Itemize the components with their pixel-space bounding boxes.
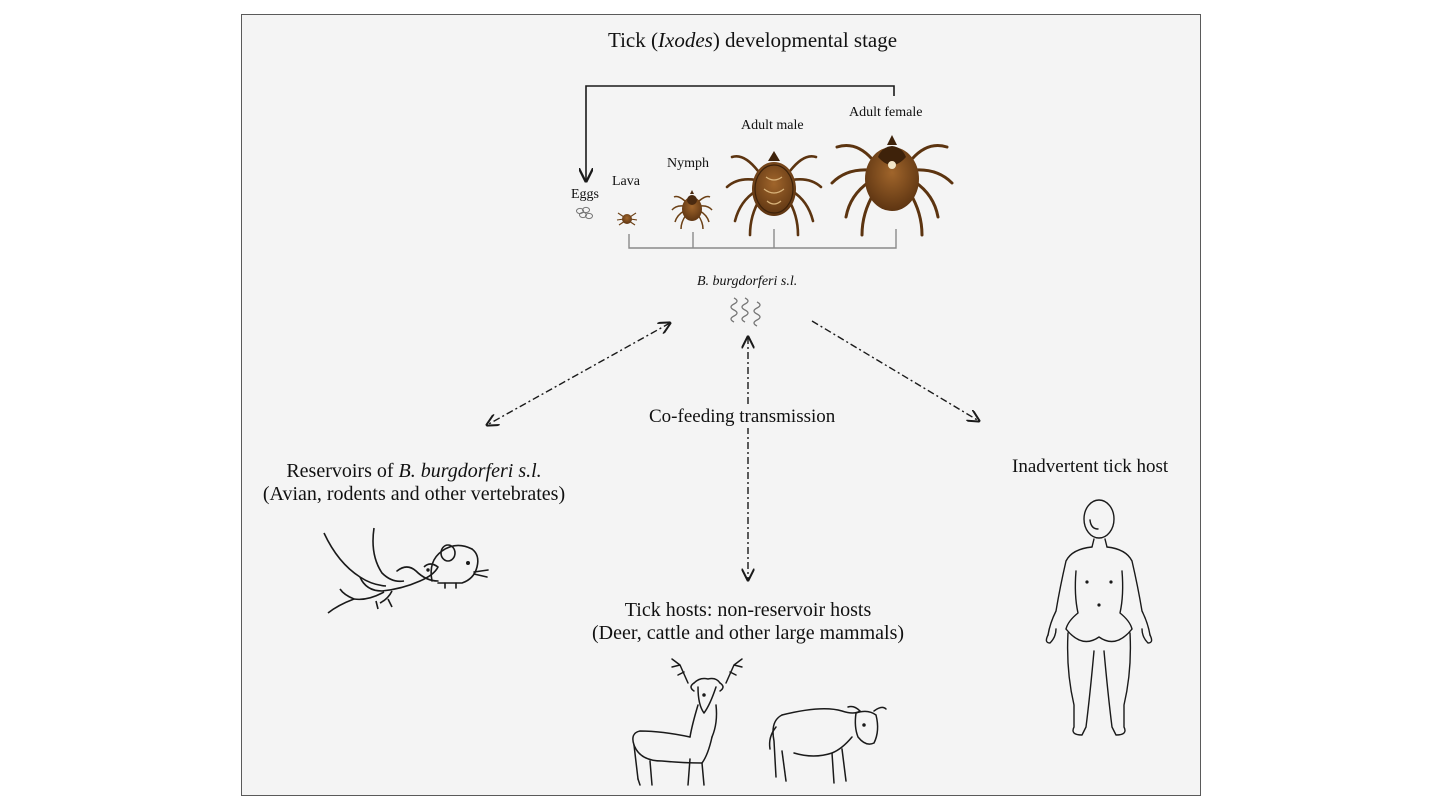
stage-label-nymph: Nymph	[667, 156, 709, 171]
nonreservoir-hosts-label: Tick hosts: non-reservoir hosts (Deer, c…	[591, 599, 905, 644]
stage-label-eggs: Eggs	[571, 187, 599, 202]
nymph-tick-icon	[671, 190, 713, 230]
pathogen-label: B. burgdorferi s.l.	[697, 274, 798, 289]
stage-label-adult-female: Adult female	[849, 105, 923, 120]
spirochete-icon	[730, 297, 761, 327]
deer-icon	[632, 658, 743, 786]
diagram-artwork	[323, 85, 1153, 786]
mouse-icon	[396, 544, 489, 589]
reservoir-transmission-arrow	[487, 323, 670, 425]
reservoir-hosts-label: Reservoirs of B. burgdorferi s.l. (Avian…	[262, 460, 566, 505]
inadvertent-host-arrow	[811, 320, 979, 421]
stage-bracket	[628, 229, 897, 249]
human-icon	[1045, 499, 1153, 736]
adult-female-tick-icon	[830, 135, 954, 237]
stage-label-adult-male: Adult male	[741, 118, 804, 133]
adult-male-tick-icon	[725, 151, 823, 237]
stage-label-larva: Lava	[612, 174, 640, 189]
cow-icon	[768, 705, 887, 784]
larva-tick-icon	[616, 212, 638, 226]
lifecycle-diagram: Tick (Ixodes) developmental stage Eggs L…	[241, 14, 1201, 796]
cofeeding-label: Co-feeding transmission	[647, 406, 838, 428]
inadvertent-host-label: Inadvertent tick host	[1012, 456, 1169, 477]
lifecycle-return-arrow	[586, 85, 895, 181]
eggs-icon	[576, 206, 593, 220]
bird-icon	[323, 527, 439, 614]
diagram-title: Tick (Ixodes) developmental stage	[608, 28, 898, 52]
